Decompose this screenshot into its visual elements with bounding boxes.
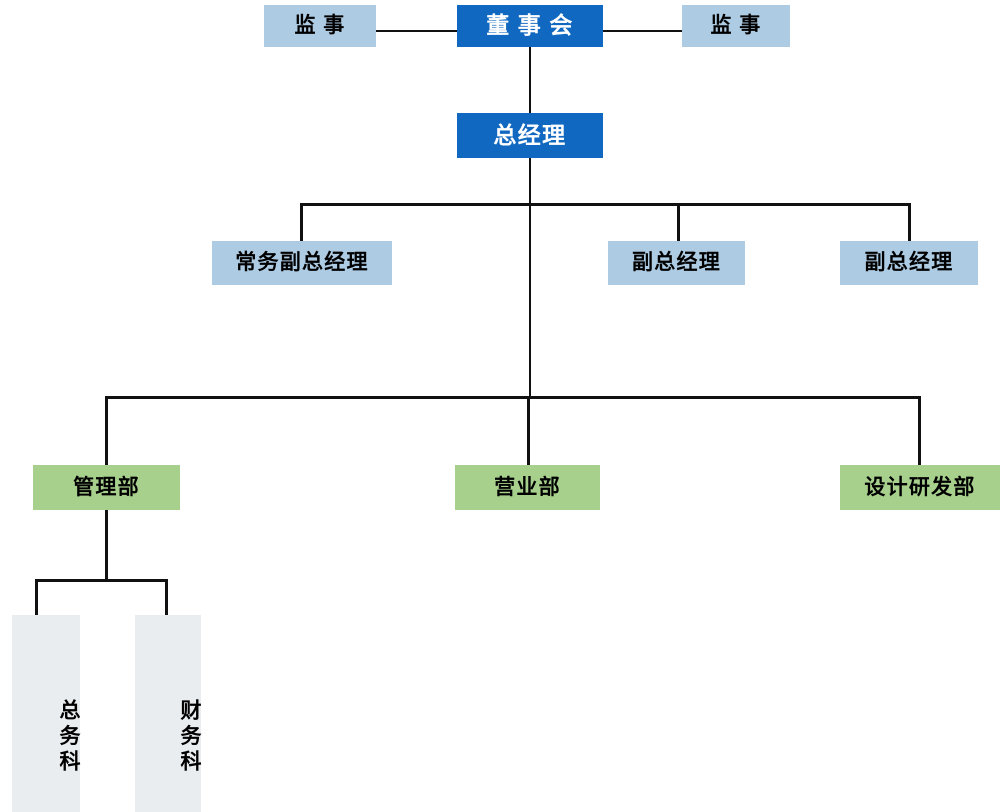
node-general-manager-label: 总经理 [493, 122, 567, 148]
node-sales-dept[interactable]: 营业部 [455, 465, 600, 510]
node-vice-gm-2-label: 副总经理 [864, 250, 954, 275]
node-vice-gm-1-label: 副总经理 [631, 250, 722, 275]
connector-level3-bus [300, 203, 911, 206]
connector-section-drop-left [35, 579, 38, 616]
connector-board-to-supervisor-left [376, 30, 457, 32]
node-general-manager[interactable]: 总经理 [457, 113, 603, 158]
node-finance-section[interactable]: 财务科 [135, 615, 202, 812]
node-finance-section-label: 财务科 [178, 699, 202, 776]
connector-board-to-supervisor-right [603, 30, 682, 32]
node-vice-gm-1[interactable]: 副总经理 [608, 241, 745, 285]
connector-level4-drop-left [105, 396, 108, 465]
connector-level4-drop-middle [527, 396, 530, 465]
node-design-rd-dept[interactable]: 设计研发部 [840, 465, 1000, 510]
node-supervisor-right[interactable]: 监 事 [682, 5, 790, 47]
connector-level3-drop-left [300, 203, 303, 243]
node-supervisor-left-label: 监 事 [294, 13, 346, 38]
connector-section-bus [35, 579, 168, 582]
connector-board-to-gm [529, 47, 531, 113]
connector-level4-drop-right [918, 396, 921, 465]
node-exec-vice-gm[interactable]: 常务副总经理 [212, 241, 392, 285]
node-board[interactable]: 董 事 会 [457, 5, 603, 47]
node-design-rd-dept-label: 设计研发部 [864, 474, 976, 499]
connector-admin-trunk [105, 510, 108, 580]
node-exec-vice-gm-label: 常务副总经理 [235, 250, 369, 275]
connector-section-drop-right [165, 579, 168, 616]
connector-gm-trunk [529, 158, 531, 398]
node-vice-gm-2[interactable]: 副总经理 [840, 241, 978, 285]
node-supervisor-left[interactable]: 监 事 [264, 5, 376, 47]
connector-level4-bus [105, 396, 921, 399]
node-admin-dept-label: 管理部 [73, 474, 140, 499]
node-board-label: 董 事 会 [486, 13, 574, 39]
connector-level3-drop-right [908, 203, 911, 243]
node-general-affairs-section-label: 总务科 [57, 699, 81, 776]
connector-level3-drop-middle [677, 203, 680, 243]
node-supervisor-right-label: 监 事 [710, 13, 762, 38]
node-admin-dept[interactable]: 管理部 [33, 465, 180, 510]
node-sales-dept-label: 营业部 [494, 474, 561, 499]
node-general-affairs-section[interactable]: 总务科 [12, 615, 81, 812]
